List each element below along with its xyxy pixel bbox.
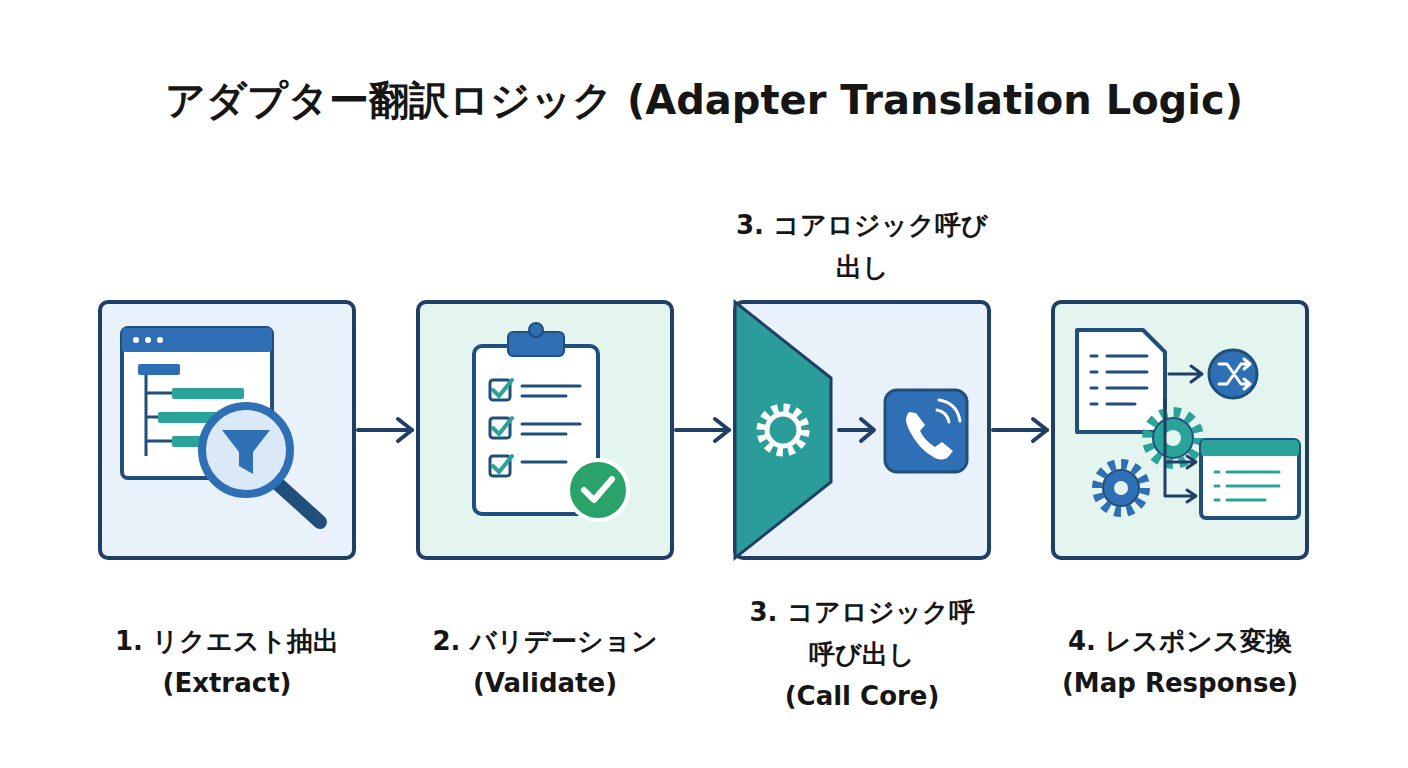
arrow-line (676, 428, 729, 432)
diagram-title: アダプター翻訳ロジック (Adapter Translation Logic) (0, 74, 1408, 126)
flow-arrow (993, 419, 1047, 441)
step-label: 3. コアロジック呼び 出し (712, 204, 1012, 288)
step-sublabel: 3. コアロジック呼 呼び出し (712, 591, 1012, 675)
arrow-head (1033, 419, 1047, 441)
arrow-line (358, 428, 412, 432)
step-sublabel: (Call Core) (785, 675, 940, 717)
arrow-head (398, 419, 412, 441)
process-box: 2. バリデーション(Validate) (416, 300, 674, 560)
arrow-head (715, 419, 729, 441)
process-box: 3. コアロジック呼び 出し3. コアロジック呼 呼び出し(Call Core) (733, 300, 991, 560)
flow-arrow (358, 419, 412, 441)
arrow-line (993, 428, 1047, 432)
step-label: 1. リクエスト抽出 (115, 620, 339, 662)
flow-arrow (676, 419, 729, 441)
process-box: 4. レスポンス変換(Map Response) (1051, 300, 1309, 560)
step-label: 4. レスポンス変換 (1068, 620, 1292, 662)
process-box: 1. リクエスト抽出(Extract) (98, 300, 356, 560)
step-sublabel: (Map Response) (1062, 662, 1298, 704)
step-label: 2. バリデーション (432, 620, 657, 662)
step-sublabel: (Extract) (163, 662, 292, 704)
step-sublabel: (Validate) (473, 662, 617, 704)
